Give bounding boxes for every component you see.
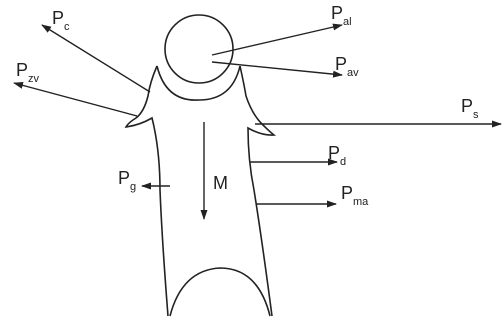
bottom-arch	[170, 268, 270, 316]
label-pma: Pma	[341, 183, 369, 208]
head-circle	[165, 15, 233, 83]
label-m: M	[213, 173, 228, 193]
label-pg: Pg	[118, 168, 136, 193]
arrow-pav	[212, 62, 342, 75]
arrow-pzv	[14, 83, 137, 116]
label-ps: Ps	[461, 96, 479, 121]
label-pal: Pal	[331, 3, 352, 28]
label-pzv: Pzv	[16, 60, 40, 85]
body-outline-right	[240, 66, 274, 316]
arrow-pc	[42, 25, 150, 92]
label-pc: Pc	[52, 8, 70, 33]
label-pd: Pd	[328, 143, 346, 168]
